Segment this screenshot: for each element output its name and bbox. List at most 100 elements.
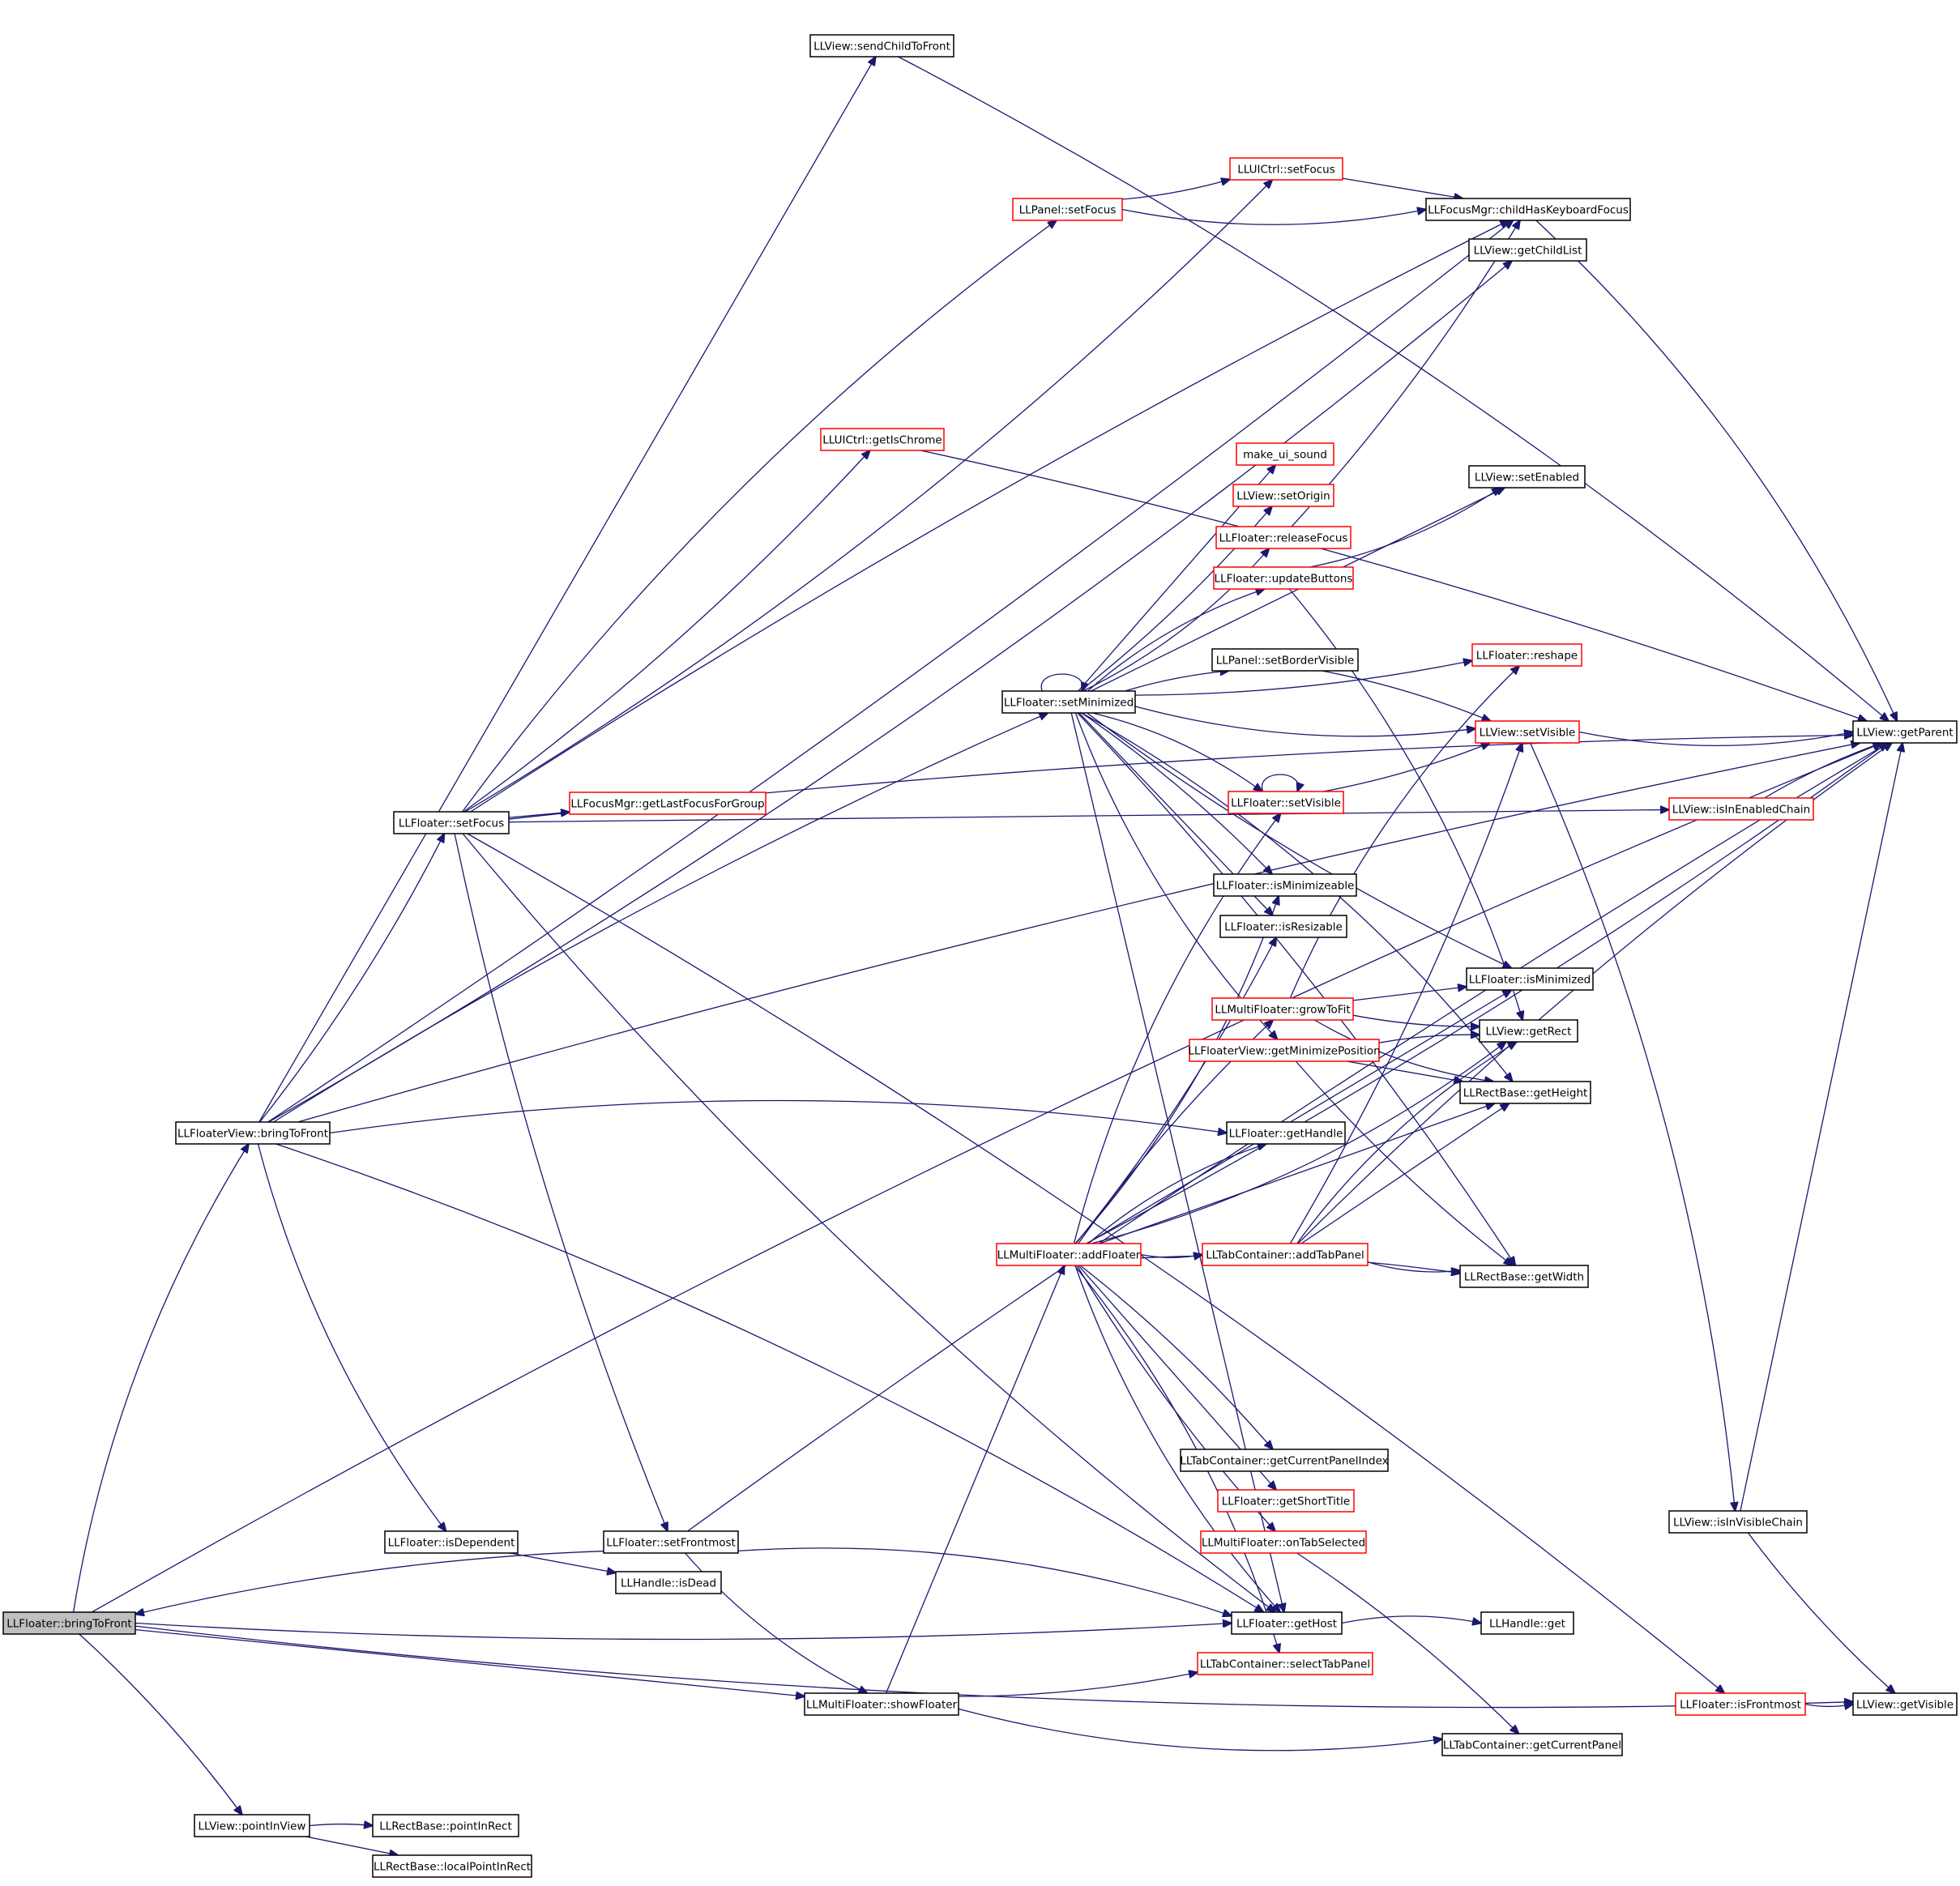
edge-root-to-pointInView	[79, 1633, 242, 1815]
node-getShortTitle[interactable]: LLFloater::getShortTitle	[1217, 1489, 1355, 1513]
node-getHeight[interactable]: LLRectBase::getHeight	[1459, 1081, 1591, 1104]
node-isInEnabledChain[interactable]: LLView::isInEnabledChain	[1668, 797, 1814, 821]
node-addFloater[interactable]: LLMultiFloater::addFloater	[996, 1243, 1142, 1266]
node-box	[809, 34, 954, 58]
node-setOrigin[interactable]: LLView::setOrigin	[1232, 484, 1334, 507]
node-handle-isDead[interactable]: LLHandle::isDead	[615, 1571, 722, 1594]
node-reshape[interactable]: LLFloater::reshape	[1471, 643, 1582, 667]
edge-setMinimized-to-isMinimizeable	[1081, 712, 1272, 874]
node-box	[603, 1530, 739, 1554]
node-getHost[interactable]: LLFloater::getHost	[1231, 1611, 1343, 1635]
node-box	[1479, 1019, 1578, 1043]
edge-root-to-fv_bring	[72, 1144, 249, 1613]
node-box	[1236, 442, 1334, 466]
node-isMinimized[interactable]: LLFloater::isMinimized	[1466, 967, 1594, 991]
edge-setFrontmost-to-getHost	[737, 1547, 1232, 1616]
node-getMinimizePosition[interactable]: LLFloaterView::getMinimizePosition	[1188, 1039, 1381, 1062]
node-label: LLFloater::releaseFocus	[1219, 532, 1348, 545]
node-getVisible[interactable]: LLView::getVisible	[1852, 1692, 1958, 1716]
node-isFrontmost[interactable]: LLFloater::isFrontmost	[1675, 1692, 1806, 1716]
node-getCurrentPanelIndex[interactable]: LLTabContainer::getCurrentPanelIndex	[1180, 1449, 1389, 1472]
edge-isDependent-to-handle_isDead	[510, 1552, 616, 1572]
edge-updateButtons-to-setEnabled	[1309, 488, 1501, 568]
edge-setMinimized-to-reshape	[1134, 660, 1472, 696]
node-label: LLRectBase::localPointInRect	[374, 1861, 531, 1874]
node-childHasKeyboardFocus[interactable]: LLFocusMgr::childHasKeyboardFocus	[1425, 198, 1631, 221]
node-box	[1232, 484, 1334, 507]
node-setFrontmost[interactable]: LLFloater::setFrontmost	[603, 1530, 739, 1554]
node-getHandle[interactable]: LLFloater::getHandle	[1226, 1121, 1346, 1145]
node-label: LLView::getChildList	[1474, 245, 1582, 258]
node-box	[1466, 967, 1594, 991]
nodes-layer: LLFloater::bringToFront LLFloaterView::br…	[2, 34, 1958, 1878]
node-uictrl-setFocus[interactable]: LLUICtrl::setFocus	[1229, 157, 1343, 181]
edge-addFloater-to-getParent	[1086, 743, 1888, 1244]
node-setEnabled[interactable]: LLView::setEnabled	[1468, 465, 1586, 489]
node-make-ui-sound[interactable]: make_ui_sound	[1236, 442, 1334, 466]
node-fl-setVisible[interactable]: LLFloater::setVisible	[1228, 791, 1344, 814]
node-onTabSelected[interactable]: LLMultiFloater::onTabSelected	[1200, 1530, 1367, 1554]
edge-setFocus-to-getLastFocusForGroup	[508, 812, 570, 818]
edge-growToFit-to-getHeight	[1313, 1019, 1493, 1082]
node-label: LLView::pointInView	[199, 1820, 306, 1833]
node-getCurrentPanel[interactable]: LLTabContainer::getCurrentPanel	[1441, 1733, 1623, 1756]
node-label: LLFloater::isMinimized	[1469, 974, 1591, 987]
node-label: LLUICtrl::setFocus	[1237, 164, 1335, 177]
edge-isInEnabledChain-to-getParent	[1764, 743, 1882, 799]
node-label: LLMultiFloater::onTabSelected	[1202, 1537, 1365, 1550]
node-root[interactable]: LLFloater::bringToFront	[2, 1611, 136, 1635]
node-box	[1202, 1243, 1369, 1266]
node-box	[996, 1243, 1142, 1266]
node-getIsChrome[interactable]: LLUICtrl::getIsChrome	[820, 428, 945, 451]
node-addTabPanel[interactable]: LLTabContainer::addTabPanel	[1202, 1243, 1369, 1266]
node-label: LLFloater::setFrontmost	[606, 1537, 736, 1550]
node-label: LLPanel::setFocus	[1019, 204, 1117, 217]
node-label: LLView::getVisible	[1856, 1699, 1954, 1712]
node-label: LLView::setOrigin	[1236, 490, 1330, 503]
node-label: LLFloater::getShortTitle	[1222, 1496, 1350, 1508]
node-isMinimizeable[interactable]: LLFloater::isMinimizeable	[1213, 873, 1357, 897]
node-getParent[interactable]: LLView::getParent	[1852, 720, 1958, 744]
node-releaseFocus[interactable]: LLFloater::releaseFocus	[1215, 526, 1352, 549]
node-pointInView[interactable]: LLView::pointInView	[194, 1814, 310, 1837]
node-label: LLTabContainer::selectTabPanel	[1200, 1658, 1370, 1671]
node-label: LLFloater::updateButtons	[1215, 573, 1353, 586]
node-isResizable[interactable]: LLFloater::isResizable	[1219, 915, 1347, 938]
node-box	[1441, 1733, 1623, 1756]
edge-fv_bring-to-childHasKeyboardFocus	[267, 220, 1514, 1123]
node-getChildList[interactable]: LLView::getChildList	[1468, 238, 1587, 262]
node-getWidth[interactable]: LLRectBase::getWidth	[1459, 1265, 1589, 1288]
node-updateButtons[interactable]: LLFloater::updateButtons	[1213, 566, 1354, 590]
node-getRect[interactable]: LLView::getRect	[1479, 1019, 1578, 1043]
edge-getIsChrome-to-getParent	[920, 450, 1867, 721]
edge-growToFit-to-isMinimized	[1352, 987, 1467, 1001]
node-getLastFocusForGroup[interactable]: LLFocusMgr::getLastFocusForGroup	[569, 792, 766, 815]
node-label: LLView::sendChildToFront	[813, 41, 950, 53]
edge-panel_setFocus-to-uictrl_setFocus	[1121, 179, 1230, 200]
node-isInVisibleChain[interactable]: LLView::isInVisibleChain	[1668, 1510, 1808, 1534]
node-setFocus[interactable]: LLFloater::setFocus	[393, 811, 510, 834]
node-isDependent[interactable]: LLFloater::isDependent	[384, 1530, 519, 1554]
node-box	[175, 1121, 331, 1145]
node-box	[1197, 1652, 1373, 1675]
edge-fv_bring-to-setFocus	[259, 834, 445, 1123]
node-panel-setFocus[interactable]: LLPanel::setFocus	[1012, 198, 1123, 221]
node-handle-get[interactable]: LLHandle::get	[1480, 1611, 1574, 1635]
node-showFloater[interactable]: LLMultiFloater::showFloater	[804, 1692, 959, 1716]
node-fv-bring[interactable]: LLFloaterView::bringToFront	[175, 1121, 331, 1145]
node-sendChildToFront[interactable]: LLView::sendChildToFront	[809, 34, 954, 58]
node-selectTabPanel[interactable]: LLTabContainer::selectTabPanel	[1197, 1652, 1373, 1675]
node-view-setVisible[interactable]: LLView::setVisible	[1475, 720, 1580, 744]
node-setMinimized[interactable]: LLFloater::setMinimized	[1001, 690, 1136, 714]
node-growToFit[interactable]: LLMultiFloater::growToFit	[1211, 997, 1354, 1021]
node-box	[1200, 1530, 1367, 1554]
node-setBorderVisible[interactable]: LLPanel::setBorderVisible	[1211, 648, 1359, 672]
node-pointInRect[interactable]: LLRectBase::pointInRect	[372, 1814, 519, 1837]
edge-addFloater-to-getHost	[1074, 1265, 1280, 1612]
node-box	[1675, 1692, 1806, 1716]
edge-setMinimized-to-getHost	[1070, 712, 1284, 1612]
edge-addFloater-to-fl_setVisible	[1073, 813, 1281, 1244]
node-localPointInRect[interactable]: LLRectBase::localPointInRect	[372, 1854, 532, 1878]
node-box	[1211, 648, 1359, 672]
